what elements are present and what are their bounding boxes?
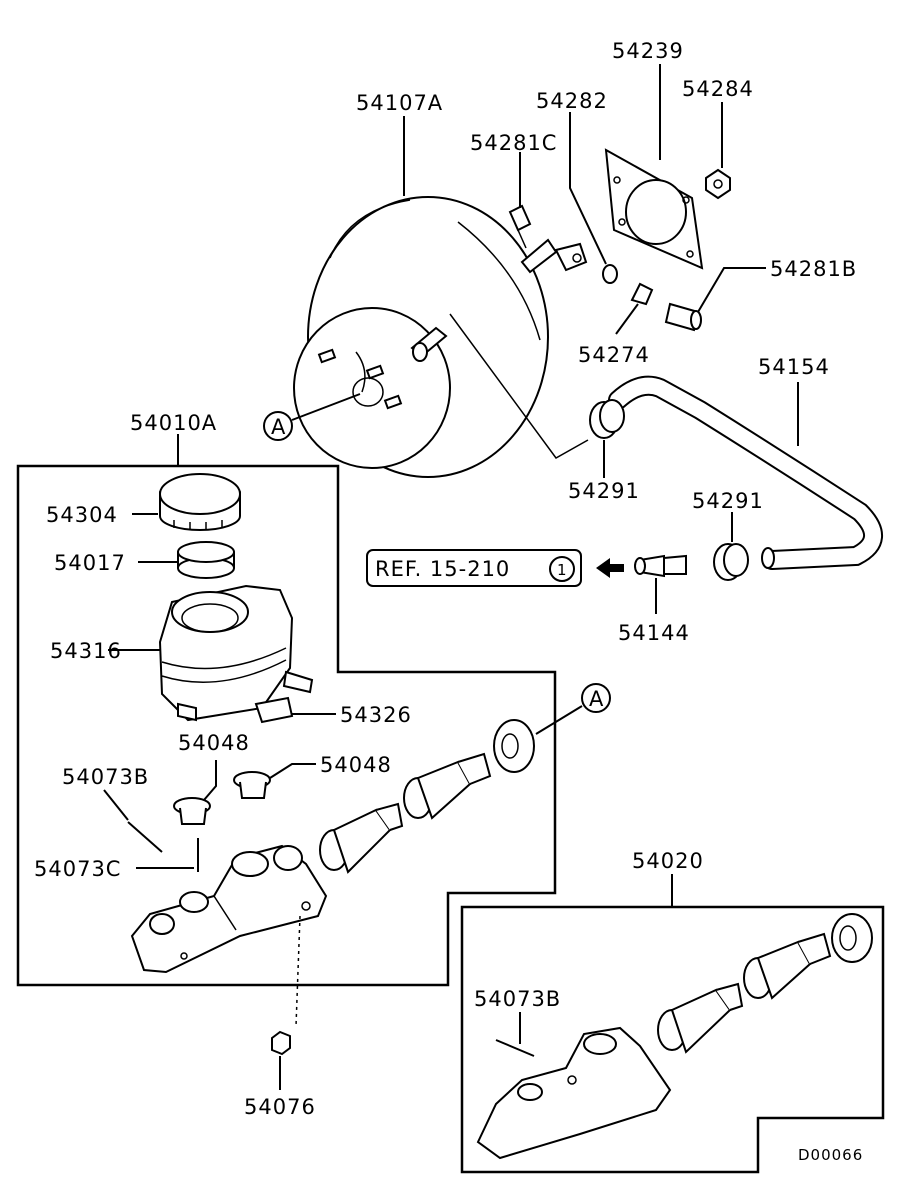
- master-cylinder-body: [130, 844, 328, 974]
- nut-54284: [705, 168, 731, 200]
- kit-primary-piston: [657, 982, 744, 1054]
- label-54154: 54154: [758, 355, 830, 379]
- strainer-54017: [177, 541, 235, 579]
- kit-pin-54073B: [495, 1039, 535, 1057]
- ref-circle-number: 1: [557, 561, 568, 579]
- label-54281B: 54281B: [770, 257, 857, 281]
- label-54239: 54239: [612, 39, 684, 63]
- bolt-54281B: [664, 302, 702, 332]
- brake-booster: [293, 196, 588, 478]
- label-54326: 54326: [340, 703, 412, 727]
- primary-piston: [319, 802, 404, 874]
- label-54076: 54076: [244, 1095, 316, 1119]
- label-54073B: 54073B: [62, 765, 149, 789]
- label-54282: 54282: [536, 89, 608, 113]
- connector-54326: [254, 696, 294, 724]
- drawing-id: D00066: [798, 1146, 863, 1164]
- vacuum-hose-54154: [608, 375, 883, 570]
- grommet-54048-a: [173, 797, 211, 825]
- callout-a-booster: [263, 411, 293, 441]
- label-54048-a: 54048: [178, 731, 250, 755]
- secondary-piston: [403, 752, 492, 820]
- piston-seal: [493, 719, 535, 773]
- label-54010A: 54010A: [130, 411, 217, 435]
- master-cylinder-frame: [16, 464, 557, 987]
- label-54020: 54020: [632, 849, 704, 873]
- clevis-pin-54281C: [508, 204, 532, 249]
- label-54274: 54274: [578, 343, 650, 367]
- repair-kit-frame: [460, 905, 885, 1174]
- label-54316: 54316: [50, 639, 122, 663]
- ref-text: REF. 15-210: [375, 557, 510, 581]
- label-54017: 54017: [54, 551, 126, 575]
- kit-piston-seal: [831, 913, 873, 963]
- label-54107A: 54107A: [356, 91, 443, 115]
- vacuum-fitting-54144: [634, 554, 687, 578]
- left-arrow-icon: [596, 558, 624, 578]
- reservoir-54316: [158, 584, 314, 722]
- label-54284: 54284: [682, 77, 754, 101]
- kit-secondary-piston: [743, 932, 832, 1000]
- label-54291-upper: 54291: [568, 479, 640, 503]
- kit-cylinder-body: [476, 1026, 672, 1160]
- label-54048-b: 54048: [320, 753, 392, 777]
- callout-a-master-cylinder: [581, 683, 611, 713]
- label-54144: 54144: [618, 621, 690, 645]
- label-54281C: 54281C: [470, 131, 557, 155]
- ring-54282: [602, 264, 618, 284]
- callout-a-booster-text: A: [271, 415, 286, 439]
- hose-clamp-lower: [713, 543, 749, 581]
- nut-54076: [271, 1030, 291, 1056]
- reservoir-cap-54304: [159, 473, 241, 531]
- callout-a-mc-text: A: [589, 687, 604, 711]
- label-54304: 54304: [46, 503, 118, 527]
- label-54291-lower: 54291: [692, 489, 764, 513]
- pin-54073B: [127, 821, 163, 853]
- grommet-54048-b: [233, 771, 271, 799]
- label-54073C: 54073C: [34, 857, 121, 881]
- gasket-54239: [604, 148, 704, 270]
- hose-clamp-upper: [589, 399, 625, 439]
- reference-box: REF. 15-210 1: [366, 549, 582, 587]
- label-kit-54073B: 54073B: [474, 987, 561, 1011]
- clip-54274: [630, 282, 654, 306]
